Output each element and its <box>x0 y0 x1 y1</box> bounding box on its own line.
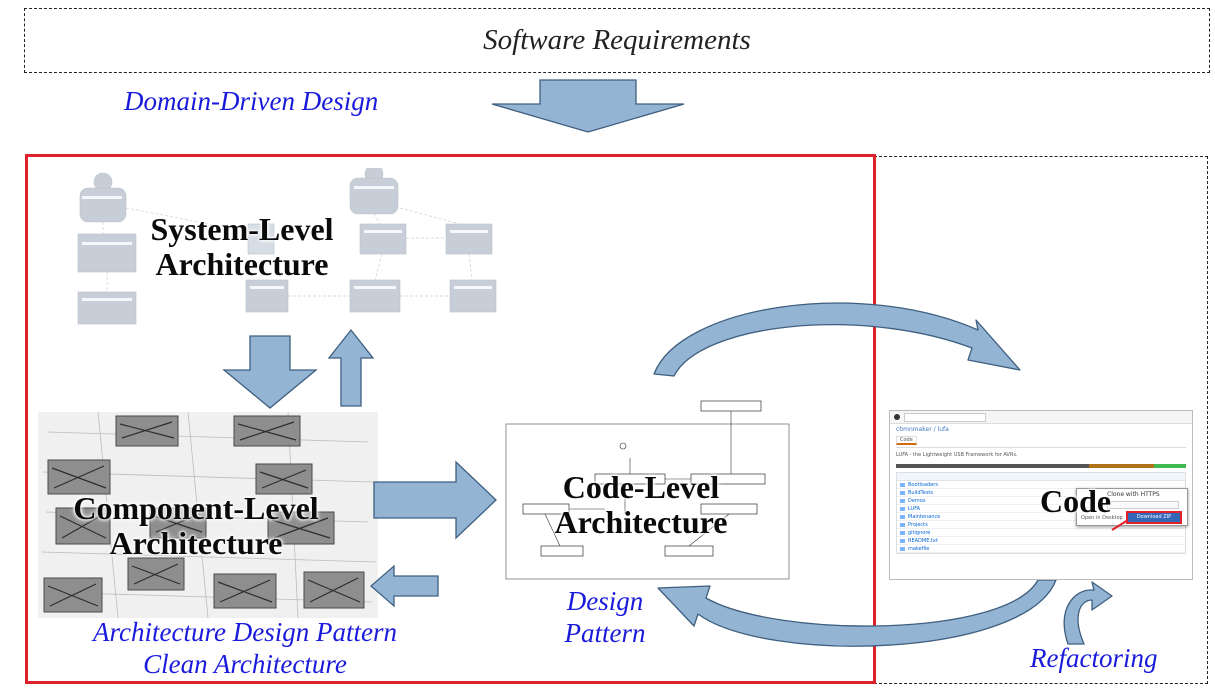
folder-icon <box>900 522 905 527</box>
github-file-name: gitignore <box>908 529 931 536</box>
requirements-down-arrow <box>491 79 685 133</box>
component-level-line2: Architecture <box>109 525 283 562</box>
folder-icon <box>900 546 905 551</box>
github-file-name: LUFA <box>908 505 921 512</box>
download-pointer-arrow <box>1111 519 1129 531</box>
open-in-desktop-button[interactable]: Open in Desktop <box>1081 515 1123 521</box>
github-file-name: README.txt <box>908 537 938 544</box>
code-level-uml-diagram-thumbnail <box>505 400 790 580</box>
code-title: Code <box>1040 483 1112 519</box>
github-header <box>890 411 1192 424</box>
github-file-name: Bootloaders <box>908 481 938 488</box>
github-logo-icon <box>894 414 900 420</box>
github-file-name: Maintenance <box>908 513 941 520</box>
clone-url-field[interactable] <box>1107 501 1179 509</box>
github-file-name: Projects <box>908 521 928 528</box>
component-to-system-arrow <box>327 328 375 407</box>
github-file-row[interactable]: Projects <box>897 521 1185 529</box>
folder-icon <box>900 506 905 511</box>
code-region-dashed-box <box>874 156 1208 684</box>
refactoring-label: Refactoring <box>1030 643 1158 673</box>
code-level-line1: Code-Level <box>562 469 720 505</box>
github-file-row[interactable]: Maintenance <box>897 513 1185 521</box>
github-search-box <box>904 413 986 422</box>
folder-icon <box>900 538 905 543</box>
github-file-row[interactable]: BuildTests <box>897 489 1185 497</box>
component-diagram-thumbnail <box>38 412 378 618</box>
github-file-name: BuildTests <box>908 489 934 496</box>
github-tab-code: Code <box>896 436 917 445</box>
github-file-row[interactable]: Demos <box>897 497 1185 505</box>
code-level-line2: Architecture <box>554 504 728 541</box>
component-level-architecture-title: Component-Level Architecture <box>62 490 330 562</box>
system-context-diagram-thumbnail <box>77 168 497 325</box>
software-requirements-box: Software Requirements <box>24 8 1210 73</box>
refactoring-loop-arrow <box>1063 581 1113 645</box>
clean-architecture-label: Clean Architecture <box>143 648 347 679</box>
github-repo-header: cbmnmaker / lufa Code LUFA - the Lightwe… <box>890 424 1192 556</box>
software-requirements-label: Software Requirements <box>483 24 751 56</box>
design-pattern-labels: Design Pattern <box>550 586 660 650</box>
github-tabs: Code <box>896 436 1186 448</box>
architecture-design-pattern-label: Architecture Design Pattern <box>93 617 397 647</box>
github-file-name: Demos <box>908 497 926 504</box>
clone-popup-title: Clone with HTTPS <box>1107 491 1160 498</box>
design-pattern-line2: Pattern <box>564 617 646 648</box>
github-file-row[interactable]: README.txt <box>897 537 1185 545</box>
clone-popup: Clone with HTTPS Open in Desktop Downloa… <box>1076 488 1188 526</box>
github-file-row[interactable]: LUFA <box>897 505 1185 513</box>
folder-icon <box>900 498 905 503</box>
github-repo-description: LUFA - the Lightweight USB Framework for… <box>896 452 1018 458</box>
code-to-code-level-curved-arrow <box>657 579 1057 647</box>
component-level-line1: Component-Level <box>73 490 319 526</box>
code-level-architecture-title: Code-Level Architecture <box>536 469 746 541</box>
architecture-scope-frame <box>25 154 876 684</box>
code-level-to-component-arrow <box>370 564 439 608</box>
architecture-pattern-labels: Architecture Design Pattern Clean Archit… <box>70 617 420 681</box>
github-repo-name: cbmnmaker / lufa <box>896 426 949 433</box>
system-level-architecture-title: System-Level Architecture <box>126 211 358 283</box>
github-language-bar <box>896 464 1186 468</box>
github-file-name: makefile <box>908 545 930 552</box>
folder-icon <box>900 482 905 487</box>
system-level-line2: Architecture <box>155 246 329 283</box>
code-level-to-code-curved-arrow <box>653 302 1021 377</box>
github-file-row[interactable]: Bootloaders <box>897 481 1185 489</box>
system-to-component-arrow <box>222 335 318 409</box>
github-file-row[interactable]: makefile <box>897 545 1185 553</box>
component-to-code-level-arrow <box>373 460 497 540</box>
folder-icon <box>900 530 905 535</box>
domain-driven-design-label: Domain-Driven Design <box>124 86 379 116</box>
github-file-row[interactable]: gitignore <box>897 529 1185 537</box>
folder-icon <box>900 514 905 519</box>
system-level-line1: System-Level <box>150 211 334 247</box>
design-pattern-line1: Design <box>566 586 644 616</box>
folder-icon <box>900 490 905 495</box>
download-zip-button[interactable]: Download ZIP <box>1126 511 1182 524</box>
